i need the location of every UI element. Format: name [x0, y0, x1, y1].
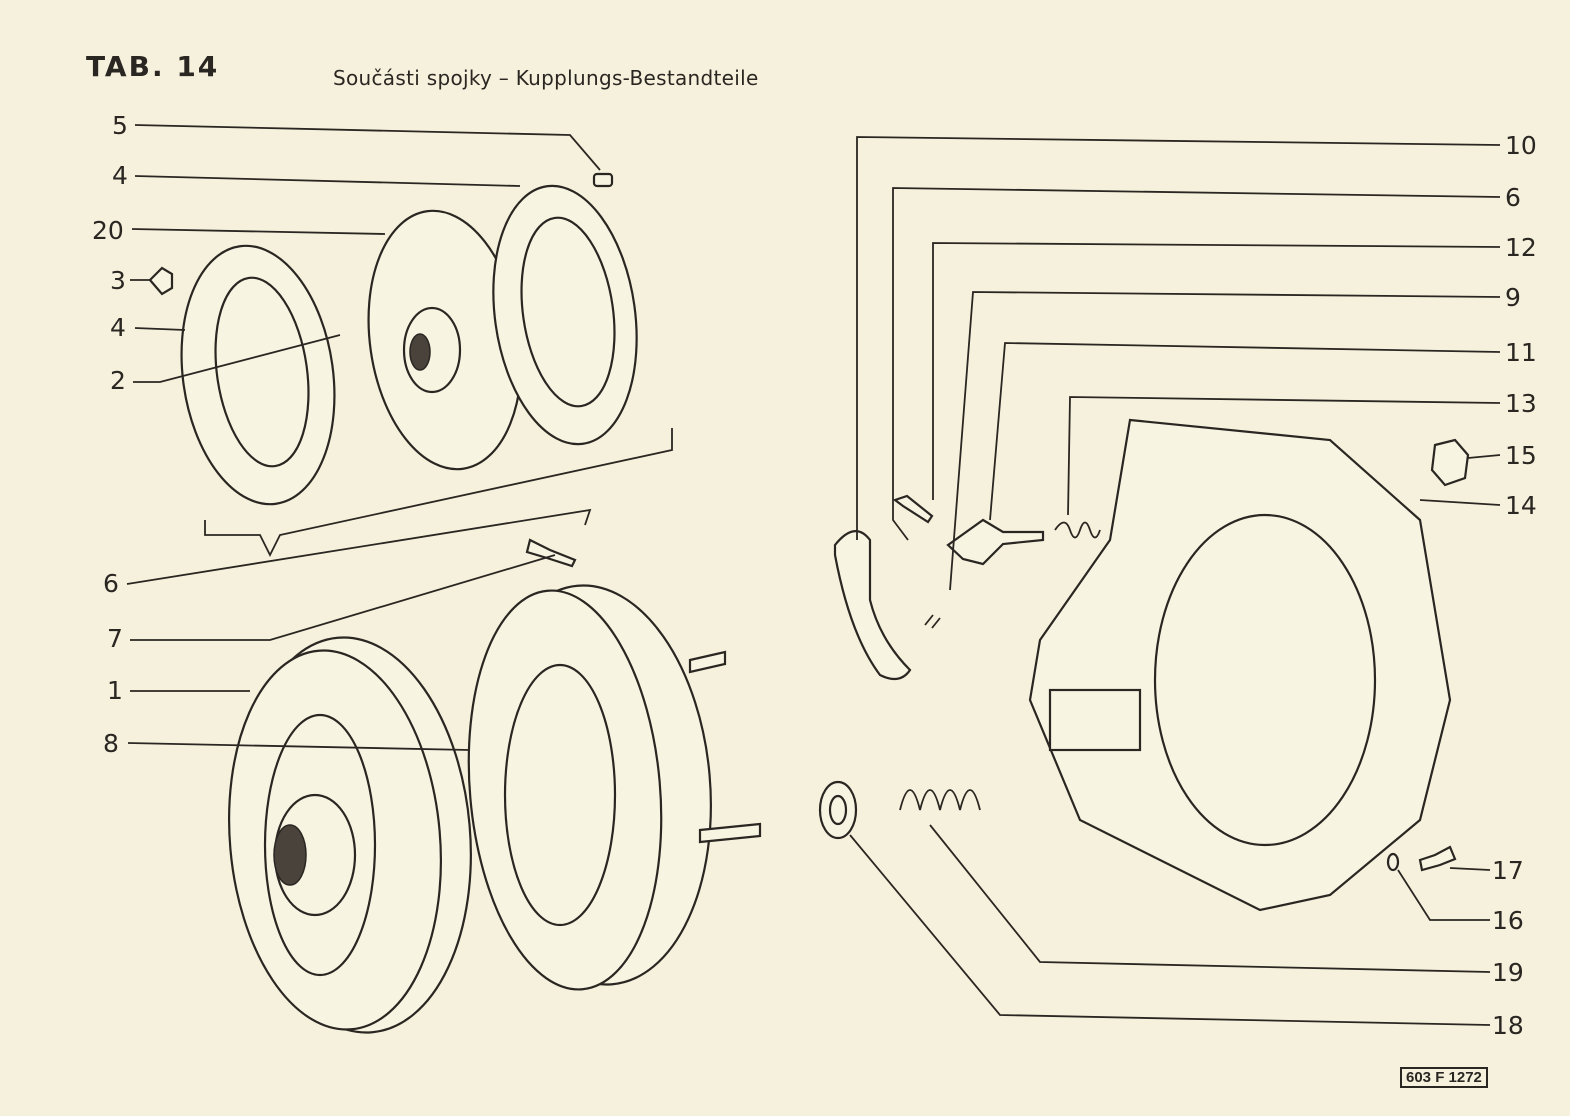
part-release-lever — [833, 530, 912, 681]
part-number-label: 1 — [107, 676, 123, 705]
part-pin-9 — [924, 614, 941, 629]
leader-line — [929, 824, 1491, 973]
leader-line — [1067, 396, 1501, 516]
leader-line — [130, 554, 556, 641]
leader-line — [949, 291, 1501, 591]
part-number-label: 3 — [110, 266, 126, 295]
part-spring-13 — [1054, 521, 1101, 539]
part-number-label: 12 — [1505, 233, 1537, 262]
part-pressure-plate — [227, 636, 472, 1034]
part-screw-17 — [1418, 845, 1457, 872]
part-clutch-cover — [467, 584, 762, 991]
leader-line — [1419, 499, 1501, 506]
part-washer-16 — [1386, 852, 1400, 872]
part-number-label: 7 — [107, 624, 123, 653]
leader-line — [127, 742, 471, 751]
part-number-label: 15 — [1505, 441, 1537, 470]
leader-line — [134, 175, 521, 187]
part-eye-bolt-11 — [946, 518, 1045, 566]
part-number-label: 10 — [1505, 131, 1537, 160]
part-number-label: 13 — [1505, 389, 1537, 418]
assembly-brace — [204, 428, 673, 558]
part-number-label: 4 — [110, 313, 126, 342]
leader-line — [1397, 869, 1490, 921]
part-rivet-3 — [148, 266, 174, 296]
leader-line — [131, 228, 386, 235]
part-washer-18 — [818, 780, 858, 840]
part-number-label: 16 — [1492, 906, 1524, 935]
part-number-label: 2 — [110, 366, 126, 395]
leader-line — [126, 508, 592, 585]
reference-code: 603 F 1272 — [1400, 1067, 1488, 1088]
part-nut-15 — [1430, 438, 1470, 487]
part-number-label: 17 — [1492, 856, 1524, 885]
leader-line — [932, 242, 1501, 500]
part-number-label: 9 — [1505, 283, 1521, 312]
part-clutch-housing — [1028, 418, 1452, 912]
leader-line — [849, 834, 1491, 1026]
part-number-label: 19 — [1492, 958, 1524, 987]
leader-line — [892, 187, 1501, 541]
part-number-label: 18 — [1492, 1011, 1524, 1040]
part-bolt-12 — [892, 494, 934, 524]
part-number-label: 4 — [112, 161, 128, 190]
page-title: Součásti spojky – Kupplungs-Bestandteile — [333, 66, 759, 90]
leader-line — [1467, 454, 1501, 459]
part-friction-ring-left — [180, 244, 336, 506]
part-spring-19 — [899, 789, 981, 811]
leader-line — [1449, 867, 1491, 871]
part-number-label: 5 — [112, 111, 128, 140]
leader-line — [134, 124, 601, 171]
part-pin-6 — [525, 538, 577, 568]
leader-line — [133, 334, 341, 383]
part-rivet-5 — [592, 172, 614, 188]
table-number: TAB. 14 — [86, 50, 220, 83]
part-friction-ring-right — [492, 184, 638, 446]
part-number-label: 6 — [1505, 183, 1521, 212]
part-number-label: 20 — [92, 216, 124, 245]
leader-line — [989, 342, 1501, 521]
part-number-label: 11 — [1505, 338, 1537, 367]
part-number-label: 14 — [1505, 491, 1537, 520]
part-number-label: 8 — [103, 729, 119, 758]
leader-line — [134, 327, 186, 331]
part-number-label: 6 — [103, 569, 119, 598]
leader-line — [856, 136, 1501, 540]
part-clutch-disc — [367, 209, 523, 471]
